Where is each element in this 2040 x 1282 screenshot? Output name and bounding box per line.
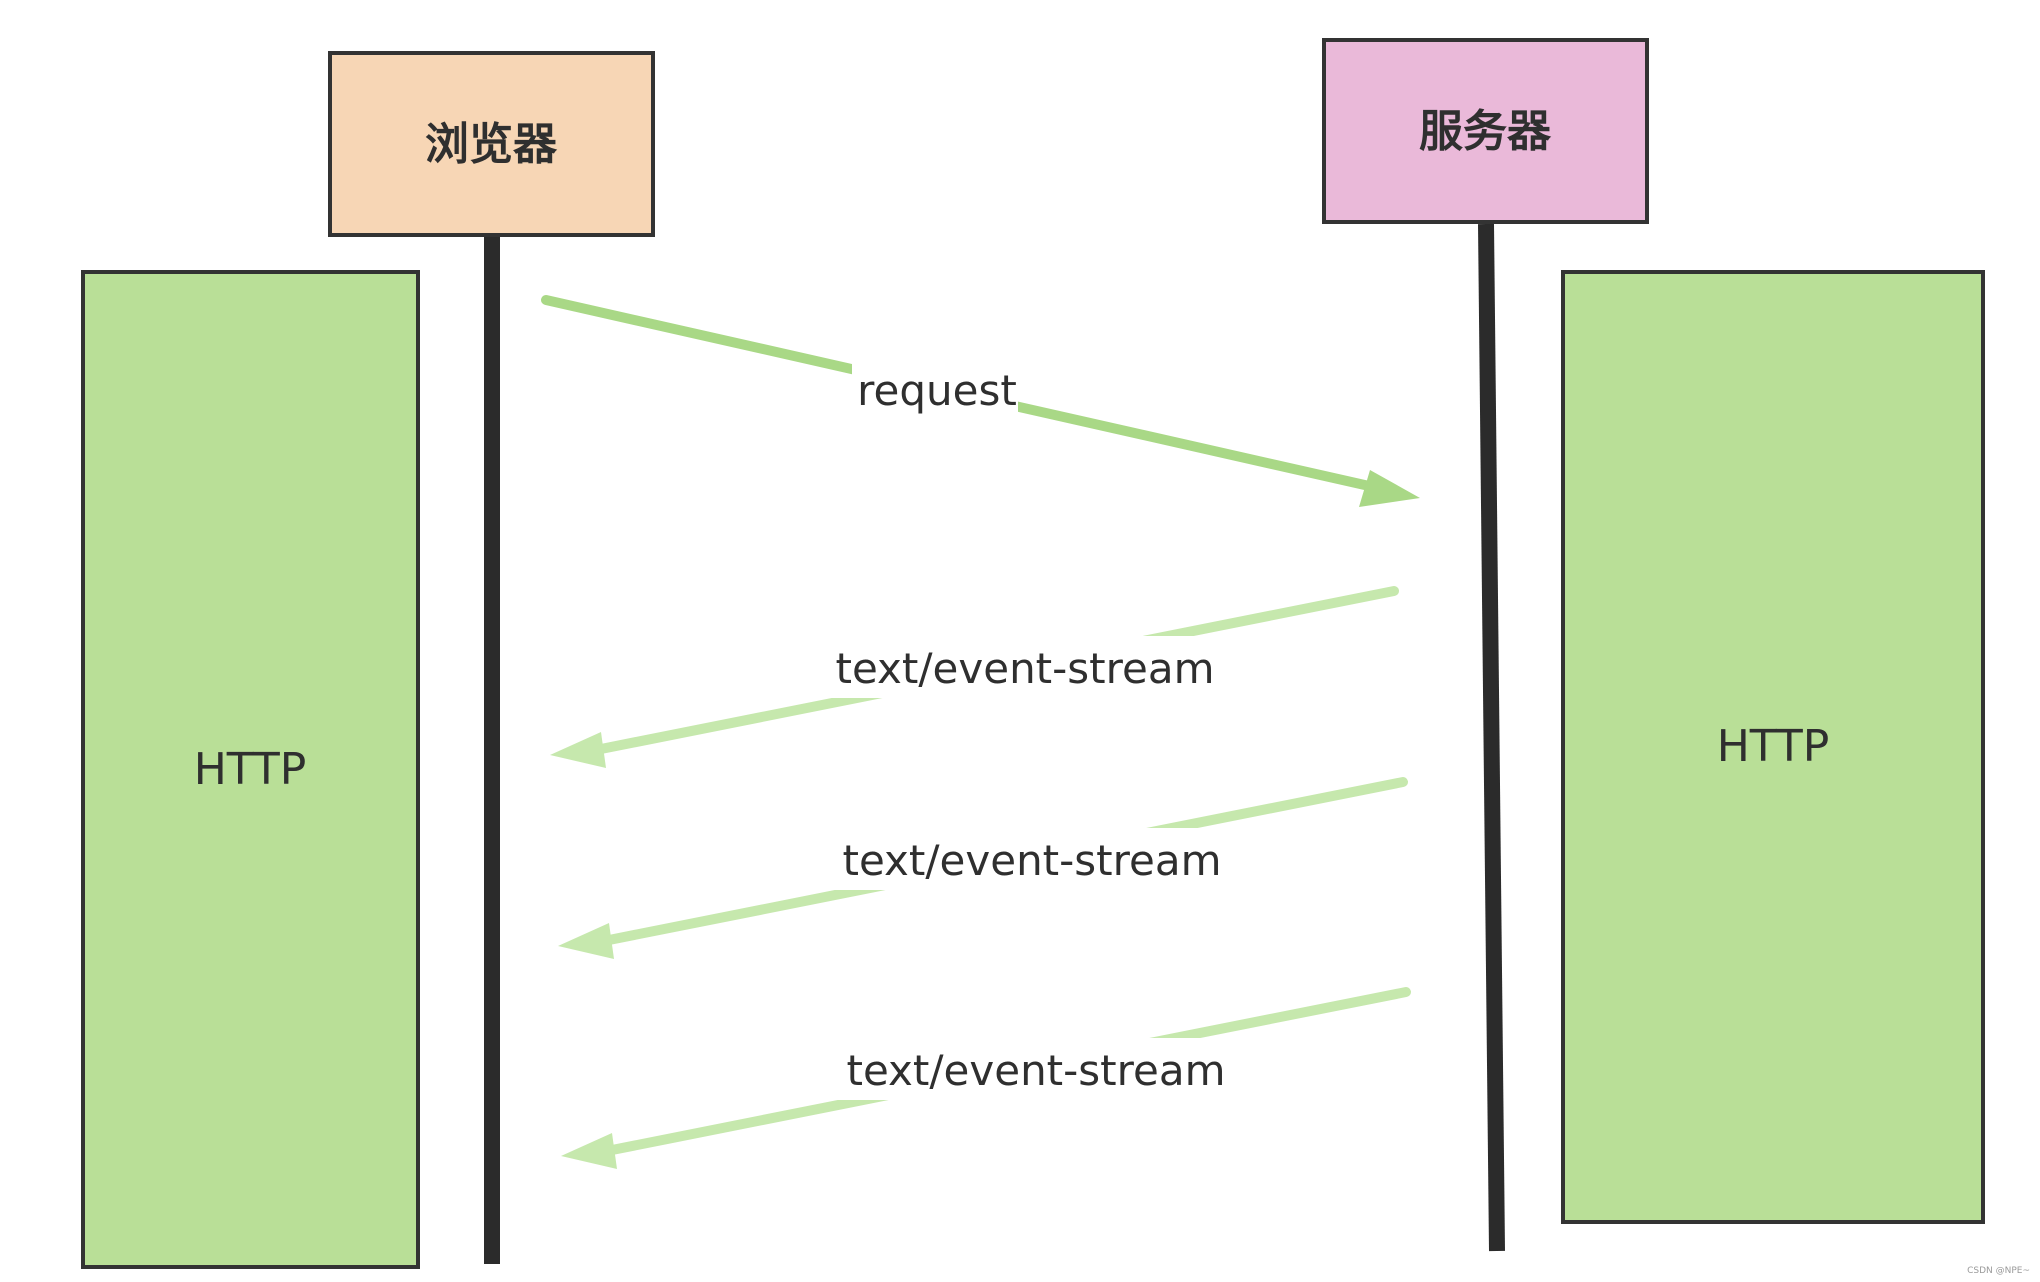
left-http-label: HTTP: [194, 744, 307, 795]
event-stream-message-2: text/event-stream: [558, 777, 1408, 959]
right-http-rect: [1561, 270, 1985, 1224]
server-lifeline: [1478, 223, 1505, 1252]
right-http-label: HTTP: [1717, 721, 1830, 772]
event-stream-3-arrowhead: [561, 1133, 617, 1169]
event-stream-message-3: text/event-stream: [561, 987, 1411, 1169]
request-label: request: [857, 366, 1017, 415]
left-http-block: HTTP: [81, 270, 420, 1269]
event-stream-message-1: text/event-stream: [550, 586, 1399, 768]
event-stream-2-label: text/event-stream: [842, 836, 1221, 885]
event-stream-2-label-bg: [833, 828, 1231, 890]
browser-box: [328, 51, 655, 237]
request-label-bg: [852, 362, 1018, 420]
request-arrowhead: [1359, 470, 1420, 507]
watermark-text: CSDN @NPE~: [1967, 1266, 2030, 1276]
event-stream-1-arrowhead: [550, 732, 606, 768]
event-stream-3-label-bg: [837, 1038, 1235, 1100]
event-stream-1-label-bg: [826, 636, 1224, 698]
browser-participant: 浏览器: [328, 51, 655, 237]
event-stream-2-arrowhead: [558, 923, 614, 959]
left-http-rect: [81, 270, 420, 1269]
event-stream-1-label: text/event-stream: [835, 644, 1214, 693]
server-participant: 服务器: [1322, 38, 1649, 224]
server-box: [1322, 38, 1649, 224]
right-http-block: HTTP: [1561, 270, 1985, 1224]
request-message: request: [541, 295, 1420, 507]
event-stream-3-label: text/event-stream: [846, 1046, 1225, 1095]
server-label: 服务器: [1419, 106, 1552, 157]
browser-label: 浏览器: [425, 119, 558, 170]
